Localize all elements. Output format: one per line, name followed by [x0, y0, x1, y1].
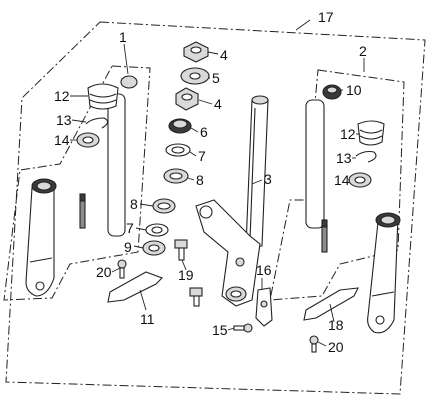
callout-3: 3	[264, 171, 272, 187]
right-hose-bracket	[303, 287, 359, 321]
callout-12-left: 12	[54, 88, 70, 104]
left-fork-subframe	[3, 65, 151, 301]
callout-20-left: 20	[96, 264, 112, 280]
callout-8-upper: 8	[196, 172, 204, 188]
pinch-bolt	[174, 239, 188, 249]
left-small-bolt	[117, 259, 127, 279]
callout-13-left: 13	[56, 112, 72, 128]
callout-labels: 17 1 2 3 4 5 4 6 7 8 8 7 9 10 12 13 14 1…	[54, 9, 367, 355]
callout-11: 11	[140, 311, 155, 327]
assembly-outline-frame	[5, 21, 426, 395]
leader-lines	[70, 19, 365, 347]
left-outer-tube	[25, 181, 55, 297]
left-damper-rod	[79, 199, 86, 229]
callout-16: 16	[256, 262, 272, 278]
left-fork-assembly	[25, 75, 138, 297]
right-inner-tube	[305, 99, 325, 229]
steering-stem	[195, 95, 269, 307]
right-circlip	[355, 150, 377, 163]
left-inner-tube	[107, 93, 126, 237]
callout-13-right: 13	[336, 150, 352, 166]
callout-19: 19	[178, 267, 194, 283]
callout-20-right: 20	[328, 339, 344, 355]
callout-12-right: 12	[340, 126, 356, 142]
yoke-bolt	[189, 287, 203, 307]
left-circlip	[85, 117, 109, 129]
callout-14-left: 14	[54, 132, 70, 148]
right-fork-assembly	[305, 84, 401, 334]
callout-14-right: 14	[334, 172, 350, 188]
steering-stack	[142, 41, 210, 261]
callout-6: 6	[200, 124, 208, 140]
callout-2: 2	[359, 43, 367, 59]
callout-18: 18	[328, 317, 344, 333]
left-top-bolt	[120, 75, 138, 89]
callout-15: 15	[212, 322, 228, 338]
bottom-yoke	[195, 199, 261, 307]
callout-4-top: 4	[220, 47, 228, 63]
callout-7-upper: 7	[198, 148, 206, 164]
callout-4-mid: 4	[214, 96, 222, 112]
callout-7-lower: 7	[126, 220, 134, 236]
callout-17: 17	[318, 9, 334, 25]
callout-5: 5	[212, 70, 220, 86]
right-small-bolt	[309, 335, 319, 353]
left-hose-bracket	[107, 271, 163, 303]
hose-clamp-screw	[233, 323, 253, 333]
right-damper-rod	[321, 225, 328, 253]
callout-1: 1	[119, 29, 127, 45]
callout-8-lower: 8	[130, 196, 138, 212]
callout-9: 9	[124, 239, 132, 255]
right-outer-tube	[367, 215, 399, 334]
right-fork-subframe	[269, 69, 405, 301]
callout-10: 10	[346, 82, 362, 98]
